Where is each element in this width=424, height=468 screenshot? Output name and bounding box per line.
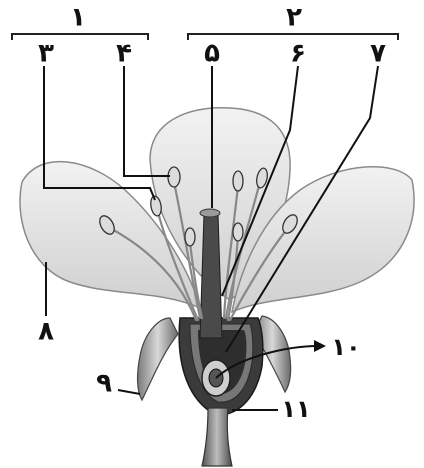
label-5: ۵: [204, 39, 220, 69]
label-6: ۶: [290, 39, 306, 69]
label-11: ۱۱: [281, 395, 310, 423]
stigma: [200, 209, 220, 217]
label-4: ۴: [116, 39, 132, 69]
sepal-left: [138, 318, 178, 400]
label-10: ۱۰: [331, 333, 360, 361]
arrow-head-10: [314, 340, 326, 352]
label-8: ۸: [38, 317, 54, 347]
pedicel: [202, 408, 232, 466]
label-7: ۷: [370, 39, 386, 69]
label-1: ۱: [70, 3, 86, 33]
style: [200, 214, 222, 338]
label-9: ۹: [96, 369, 112, 399]
label-2: ۲: [286, 3, 302, 33]
label-3: ۳: [38, 39, 54, 69]
